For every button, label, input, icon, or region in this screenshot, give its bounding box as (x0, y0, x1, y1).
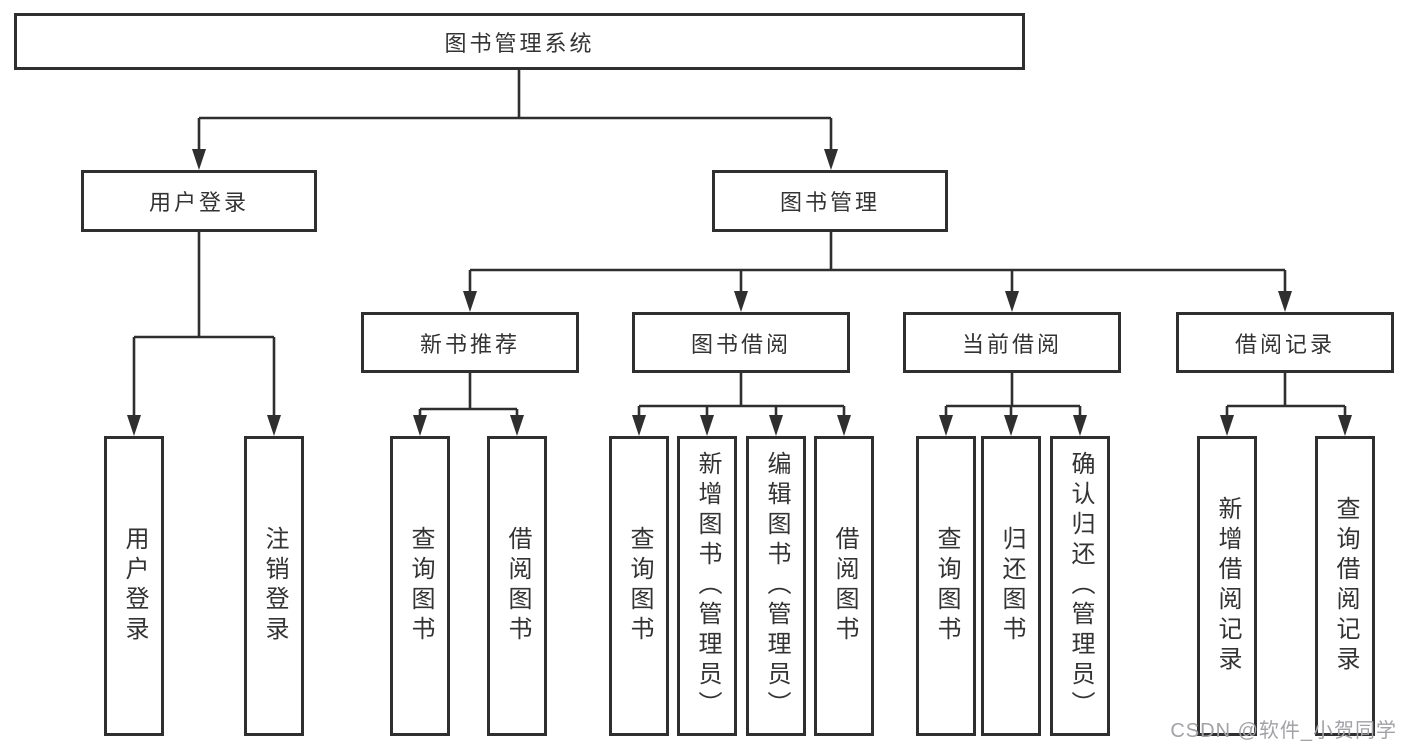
arrowhead (632, 415, 646, 436)
arrowhead (267, 415, 281, 436)
leaf-query-books-borrow: 查询图书 (609, 436, 669, 736)
connector-currentborrow-to-leaves (944, 373, 1082, 418)
arrowhead (1220, 415, 1234, 436)
node-current-borrow-label: 当前借阅 (961, 331, 1062, 357)
arrowhead (1004, 415, 1018, 436)
arrowhead (1278, 291, 1292, 312)
arrowhead (1005, 291, 1019, 312)
arrowhead (837, 415, 851, 436)
leaf-query-borrow-record: 查询借阅记录 (1315, 436, 1375, 736)
leaf-query-books-borrow-label: 查询图书 (626, 526, 653, 646)
leaf-query-borrow-record-label: 查询借阅记录 (1332, 496, 1359, 676)
node-borrow-records: 借阅记录 (1176, 312, 1394, 373)
node-user-login: 用户登录 (81, 170, 317, 232)
arrowhead (769, 415, 783, 436)
node-book-borrow: 图书借阅 (632, 312, 850, 373)
arrowhead (734, 291, 748, 312)
leaf-query-books-recommend-label: 查询图书 (407, 526, 434, 646)
leaf-user-login: 用户登录 (104, 436, 164, 736)
leaf-edit-books-admin: 编辑图书（管理员） (746, 436, 806, 736)
node-user-login-label: 用户登录 (148, 190, 249, 215)
leaf-borrow-books-recommend: 借阅图书 (487, 436, 547, 736)
node-root-label: 图书管理系统 (444, 30, 595, 56)
leaf-logout: 注销登录 (244, 436, 304, 736)
leaf-logout-label: 注销登录 (261, 526, 288, 646)
leaf-add-books-admin-label: 新增图书（管理员） (694, 451, 721, 721)
node-current-borrow: 当前借阅 (903, 312, 1121, 373)
leaf-add-borrow-record: 新增借阅记录 (1197, 436, 1257, 736)
arrowhead (700, 415, 714, 436)
arrowhead (413, 415, 427, 436)
connector-bookmgmt-to-level3 (468, 232, 1287, 292)
leaf-return-books-label: 归还图书 (998, 526, 1025, 646)
arrowhead (1338, 415, 1352, 436)
arrowhead (463, 291, 477, 312)
leaf-return-books: 归还图书 (981, 436, 1041, 736)
leaf-query-books-current-label: 查询图书 (933, 526, 960, 646)
arrowhead (1073, 415, 1087, 436)
leaf-confirm-return-admin-label: 确认归还（管理员） (1067, 451, 1094, 721)
arrowheads (127, 149, 1352, 436)
node-new-book-recommend: 新书推荐 (361, 312, 579, 373)
leaf-edit-books-admin-label: 编辑图书（管理员） (763, 451, 790, 721)
connector-newbookrec-to-leaves (418, 373, 519, 418)
leaf-user-login-label: 用户登录 (121, 526, 148, 646)
leaf-confirm-return-admin: 确认归还（管理员） (1050, 436, 1110, 736)
arrowhead (510, 415, 524, 436)
node-new-book-recommend-label: 新书推荐 (419, 331, 520, 357)
connector-borrowrecords-to-leaves (1225, 373, 1347, 418)
node-book-management-label: 图书管理 (779, 190, 880, 215)
connector-root-to-level2 (197, 70, 833, 152)
arrowhead (824, 149, 838, 170)
node-book-management: 图书管理 (712, 170, 948, 232)
leaf-borrow-books-label: 借阅图书 (831, 526, 858, 646)
leaf-borrow-books: 借阅图书 (814, 436, 874, 736)
leaf-query-books-current: 查询图书 (916, 436, 976, 736)
node-root: 图书管理系统 (14, 13, 1025, 70)
connector-bookborrow-to-leaves (637, 373, 846, 418)
leaf-add-borrow-record-label: 新增借阅记录 (1214, 496, 1241, 676)
arrowhead (192, 149, 206, 170)
node-book-borrow-label: 图书借阅 (690, 331, 791, 357)
connector-userlogin-to-leaves (132, 232, 276, 418)
arrowhead (127, 415, 141, 436)
leaf-query-books-recommend: 查询图书 (390, 436, 450, 736)
leaf-borrow-books-recommend-label: 借阅图书 (504, 526, 531, 646)
arrowhead (939, 415, 953, 436)
csdn-watermark: CSDN @软件_小贺同学 (1170, 720, 1397, 742)
leaf-add-books-admin: 新增图书（管理员） (677, 436, 737, 736)
node-borrow-records-label: 借阅记录 (1234, 331, 1335, 357)
